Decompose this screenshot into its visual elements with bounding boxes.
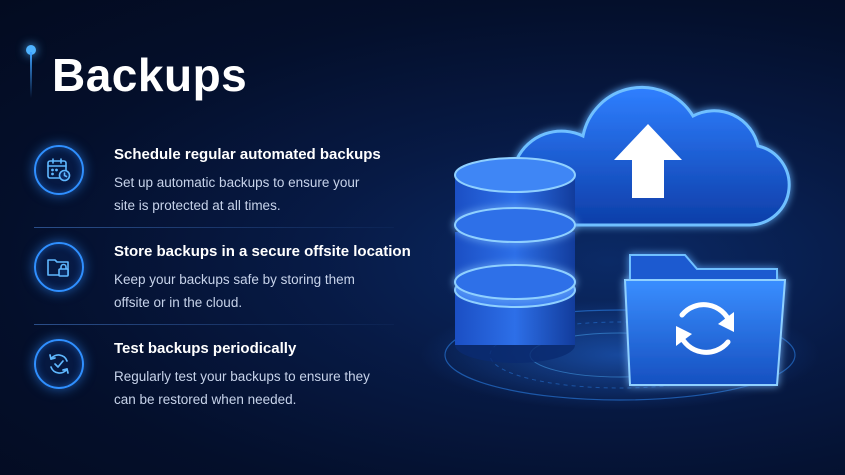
check-refresh-icon [34,339,84,389]
backup-illustration [420,85,820,410]
page-title: Backups [52,49,248,101]
folder-lock-icon [34,242,84,292]
list-item-offsite: Store backups in a secure offsite locati… [34,242,411,322]
list-item-schedule: Schedule regular automated backups Set u… [34,145,394,225]
folder-sync-icon [623,254,787,386]
accent-dot [26,45,36,55]
item-heading: Store backups in a secure offsite locati… [114,243,411,260]
item-description: Regularly test your backups to ensure th… [114,369,370,407]
item-heading: Test backups periodically [114,340,297,357]
database-icon [454,157,576,363]
list-item-test: Test backups periodically Regularly test… [34,339,394,419]
divider [34,227,394,228]
calendar-clock-icon [34,145,84,195]
item-heading: Schedule regular automated backups [114,146,381,163]
cloud-upload-icon [510,85,791,227]
item-description: Set up automatic backups to ensure your … [114,175,360,213]
divider [34,324,394,325]
accent-line [30,52,32,98]
item-description: Keep your backups safe by storing them o… [114,272,355,310]
